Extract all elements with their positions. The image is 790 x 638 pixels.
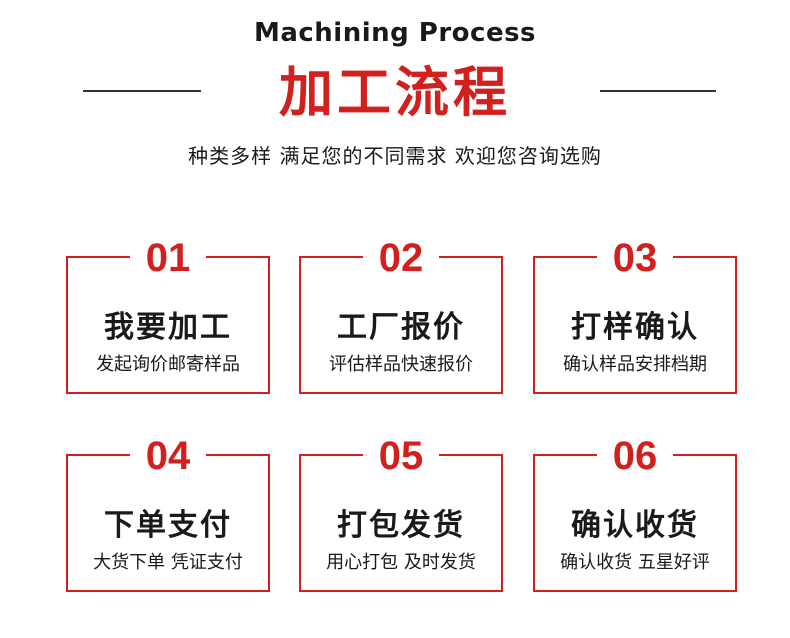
step-description: 确认样品安排档期 — [563, 354, 707, 375]
step-number-badge: 05 — [363, 418, 439, 494]
step-number-badge: 03 — [597, 220, 673, 296]
step-title: 打样确认 — [571, 310, 699, 345]
step-card-3: 03 打样确认 确认样品安排档期 — [533, 220, 737, 394]
step-title: 下单支付 — [104, 508, 232, 543]
step-card-5: 05 打包发货 用心打包 及时发货 — [299, 418, 503, 592]
step-card-1: 01 我要加工 发起询价邮寄样品 — [66, 220, 270, 394]
step-number-badge: 04 — [130, 418, 206, 494]
divider-left — [83, 90, 201, 92]
step-card-2: 02 工厂报价 评估样品快速报价 — [299, 220, 503, 394]
page-title-en: Machining Process — [253, 18, 537, 48]
step-description: 大货下单 凭证支付 — [93, 552, 243, 573]
step-card-6: 06 确认收货 确认收货 五星好评 — [533, 418, 737, 592]
step-card-4: 04 下单支付 大货下单 凭证支付 — [66, 418, 270, 592]
step-description: 发起询价邮寄样品 — [96, 354, 240, 375]
divider-right — [600, 90, 716, 92]
step-title: 工厂报价 — [337, 310, 465, 345]
step-title: 我要加工 — [104, 310, 232, 345]
step-description: 确认收货 五星好评 — [560, 552, 710, 573]
page-title-zh: 加工流程 — [279, 61, 511, 124]
page-subtitle: 种类多样 满足您的不同需求 欢迎您咨询选购 — [188, 144, 602, 168]
step-number-badge: 06 — [597, 418, 673, 494]
step-title: 打包发货 — [337, 508, 465, 543]
step-title: 确认收货 — [571, 508, 699, 543]
step-description: 用心打包 及时发货 — [326, 552, 476, 573]
step-description: 评估样品快速报价 — [329, 354, 473, 375]
step-number-badge: 01 — [130, 220, 206, 296]
step-number-badge: 02 — [363, 220, 439, 296]
